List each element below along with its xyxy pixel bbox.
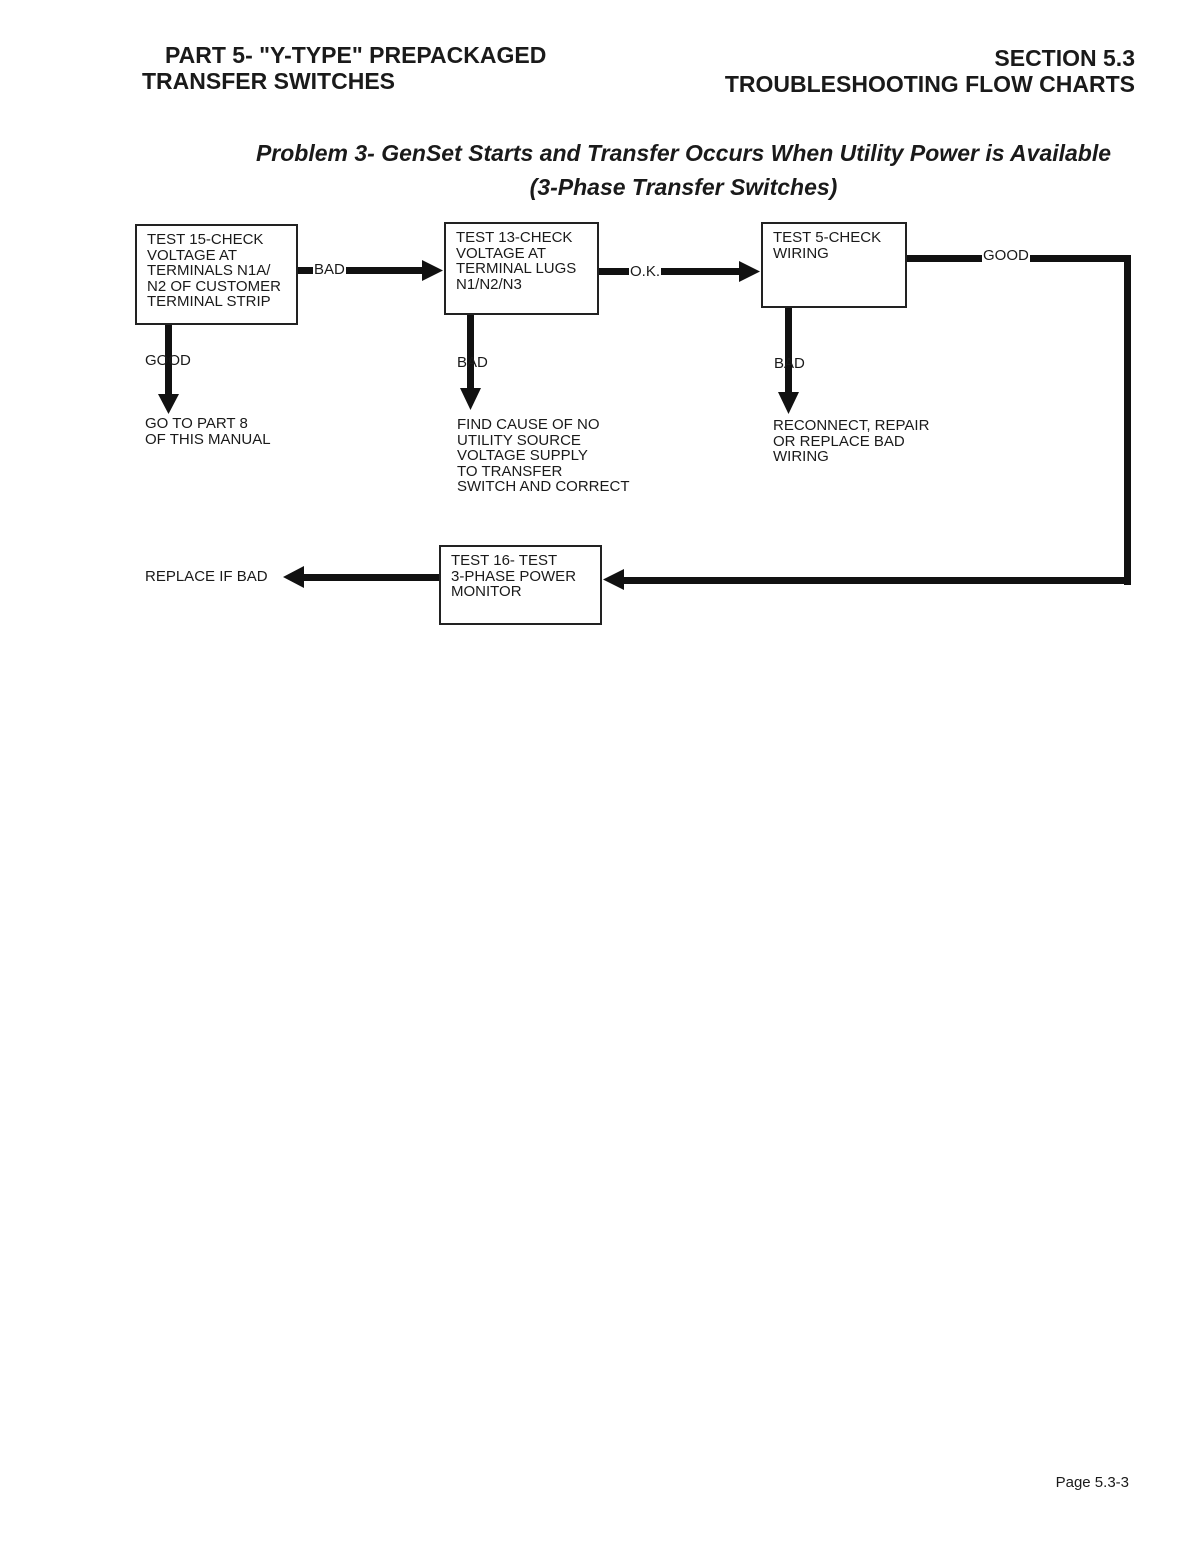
header-part-title: PART 5- "Y-TYPE" PREPACKAGED [165, 42, 547, 68]
arrowhead-replace [283, 566, 304, 588]
connector-t13-t5 [597, 268, 743, 275]
node-replace-if-bad: REPLACE IF BAD [145, 568, 268, 585]
edge-label-t13-down: BAD [457, 354, 488, 371]
problem-subtitle: (3-Phase Transfer Switches) [529, 174, 838, 200]
connector-bottom-return [615, 577, 1131, 584]
edge-label-t15-down: GOOD [145, 352, 191, 369]
connector-t5-down [785, 306, 792, 396]
arrowhead-to-t16 [603, 569, 624, 590]
edge-label-t13-t5: O.K. [629, 263, 662, 280]
edge-label-t15-t13: BAD [313, 261, 346, 278]
edge-label-t5-down: BAD [774, 355, 805, 372]
header-section-title: TROUBLESHOOTING FLOW CHARTS [724, 71, 1135, 97]
node-test5: TEST 5-CHECK WIRING [761, 222, 907, 308]
node-go-part8: GO TO PART 8 OF THIS MANUAL [145, 415, 271, 448]
node-test13: TEST 13-CHECK VOLTAGE AT TERMINAL LUGS N… [444, 222, 599, 315]
node-reconnect: RECONNECT, REPAIR OR REPLACE BAD WIRING [773, 417, 930, 465]
arrowhead-t15-t13 [422, 260, 443, 281]
arrowhead-t13-t5 [739, 261, 760, 282]
header-part-subtitle: TRANSFER SWITCHES [142, 68, 395, 94]
node-test15: TEST 15-CHECK VOLTAGE AT TERMINALS N1A/ … [135, 224, 298, 325]
page-number: Page 5.3-3 [1055, 1474, 1129, 1491]
arrowhead-t5-down [778, 392, 799, 414]
header-section: SECTION 5.3 [994, 45, 1135, 71]
node-test16: TEST 16- TEST 3-PHASE POWER MONITOR [439, 545, 602, 625]
arrowhead-t13-down [460, 388, 481, 410]
header-right: SECTION 5.3 TROUBLESHOOTING FLOW CHARTS [725, 45, 1135, 97]
connector-t15-down [165, 324, 172, 399]
edge-label-t5-right: GOOD [982, 247, 1030, 264]
node-find-cause: FIND CAUSE OF NO UTILITY SOURCE VOLTAGE … [457, 416, 630, 495]
connector-t13-down [467, 313, 474, 392]
arrowhead-t15-down [158, 394, 179, 414]
connector-t15-t13 [297, 267, 427, 274]
connector-right-vertical [1124, 255, 1131, 585]
connector-t16-left [296, 574, 441, 581]
header-left: PART 5- "Y-TYPE" PREPACKAGED TRANSFER SW… [142, 42, 546, 94]
problem-title: Problem 3- GenSet Starts and Transfer Oc… [255, 140, 1112, 166]
